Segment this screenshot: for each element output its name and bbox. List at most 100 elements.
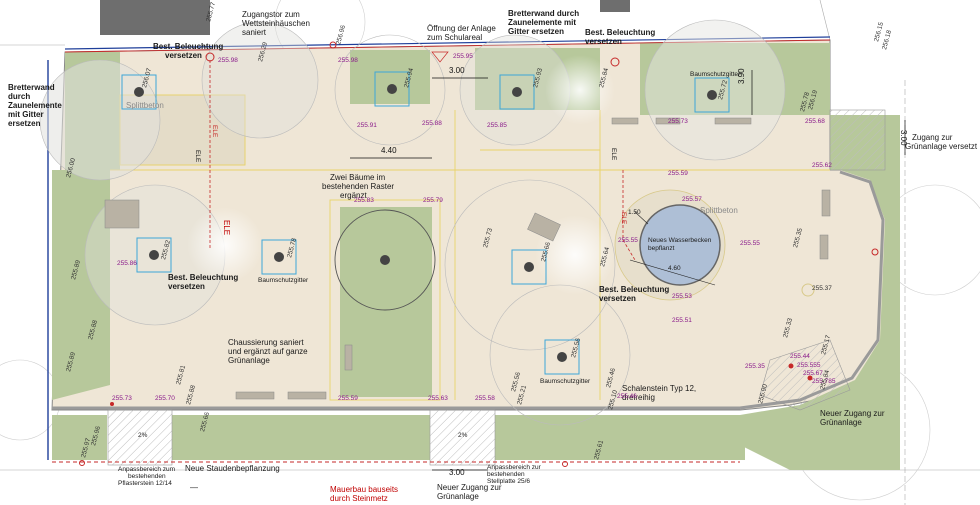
dimension-lines <box>350 51 906 471</box>
elevation: 255.59 <box>338 395 358 402</box>
paving-center <box>429 409 496 466</box>
elevation: 255.63 <box>428 395 448 402</box>
label-splittbeton-left: Splittbeton <box>126 101 164 110</box>
elevation: 255.73 <box>668 118 688 125</box>
drain-icon <box>801 283 815 297</box>
label-staudenbepflanzung: Neue Staudenbepflanzung <box>185 464 280 473</box>
yellow-outlines <box>110 94 830 401</box>
tree-grate <box>694 77 730 113</box>
point-height: 255.37 <box>812 285 832 292</box>
label-oeffnung: Öffnung der Anlage zum Schulareal <box>427 24 498 42</box>
tree-grate <box>261 239 297 275</box>
elevation: 255.83 <box>354 197 374 204</box>
elevation: 255.85 <box>487 122 507 129</box>
lamp-icon <box>562 461 568 467</box>
paving-right-bottom <box>759 339 851 411</box>
label-chaussierung: Chaussierung saniert und ergänzt auf gan… <box>228 338 310 365</box>
elevation: 255.44 <box>790 353 810 360</box>
tree-grate <box>136 237 172 273</box>
label-beleuchtung-top-left: Best. Beleuchtung versetzen <box>153 42 225 60</box>
elevation: 255.555 <box>797 362 821 369</box>
label-zugangstor: Zugangstor zum Wettsteinhäuschen saniert <box>242 10 312 37</box>
elevation: 255.95 <box>453 53 473 60</box>
neighbour-building <box>100 0 210 35</box>
lamp-icon <box>79 460 85 466</box>
label-baumschutzgitter-mid: Baumschutzgitter <box>258 277 309 284</box>
dim-150: 1.50 <box>628 209 641 216</box>
lawn-top-mid <box>350 50 430 104</box>
elevation: 255.62 <box>812 162 832 169</box>
label-ele: ELE <box>194 150 201 163</box>
label-bretterwand-top: Bretterwand durch Zaunelemente mit Gitte… <box>508 9 581 36</box>
elevation: 255.53 <box>672 293 692 300</box>
point-height: 256.18 <box>881 29 893 50</box>
dim-300-top: 3.00 <box>449 66 465 75</box>
label-zwei-baeume: Zwei Bäume im bestehenden Raster ergänzt <box>322 173 396 200</box>
elevation: 255.98 <box>338 57 358 64</box>
lawn-center <box>340 207 432 397</box>
elevation: 255.67 <box>803 370 823 377</box>
label-anpassbereich-right: Anpassbereich zur bestehenden Stellplatt… <box>487 464 543 485</box>
label-zugang-versetzt: Zugang zur Grünanlage versetzt <box>905 133 978 151</box>
tree-grate <box>374 71 410 107</box>
elevation: 255.73 <box>112 395 132 402</box>
benches <box>104 117 831 400</box>
lamp-dots <box>110 363 813 406</box>
elevation: 255.70 <box>155 395 175 402</box>
lawn-bottom-3 <box>495 415 745 460</box>
label-ele: ELE <box>222 220 231 235</box>
label-neuer-zugang-bottom: Neuer Zugang zur Grünanlage <box>437 483 504 501</box>
label-neuer-zugang-right: Neuer Zugang zur Grünanlage <box>820 409 887 427</box>
dim-300-bottom: 3.00 <box>449 468 465 477</box>
tree-grate <box>499 74 535 110</box>
label-schalenstein: Schalenstein Typ 12, dreireihig <box>622 384 698 402</box>
label-anpassbereich-left: Anpassbereich zum bestehenden Pflasterst… <box>118 466 177 487</box>
tree-grate <box>544 339 580 375</box>
label-baumschutzgitter-top: Baumschutzgitter <box>690 71 741 78</box>
elevation: 255.35 <box>745 363 765 370</box>
label-ele: ELE <box>211 125 218 138</box>
water-basin <box>614 189 726 301</box>
curb-edge <box>52 170 885 410</box>
elevation: 255.79 <box>423 197 443 204</box>
label-bretterwand-left: Bretterwand durch Zaunelemente mit Gitte… <box>8 83 64 128</box>
electric-lines <box>209 60 636 261</box>
dim-440: 4.40 <box>381 146 397 155</box>
lamp-icon <box>610 57 620 67</box>
label-beleuchtung-top-right: Best. Beleuchtung versetzen <box>585 28 657 46</box>
point-height: 256.96 <box>335 24 347 45</box>
dim-460: 4.60 <box>668 265 681 272</box>
elevation: 255.57 <box>682 196 702 203</box>
elevation: 255.55 <box>740 240 760 247</box>
label-mauerbau: Mauerbau bauseits durch Steinmetz <box>330 485 400 503</box>
label-slope: 2% <box>138 432 148 439</box>
label-beleuchtung-mid-left: Best. Beleuchtung versetzen <box>168 273 240 291</box>
elevation: 255.86 <box>117 260 137 267</box>
label-ele: ELE <box>620 212 627 225</box>
lawn-left <box>52 170 110 400</box>
lamp-icon <box>329 41 337 49</box>
annotations: Zugangstor zum Wettsteinhäuschen saniert… <box>8 1 978 503</box>
label-baumschutzgitter-bottom: Baumschutzgitter <box>540 378 591 385</box>
dim-300-right: 3.00 <box>899 130 908 146</box>
lawn-bottom-2 <box>172 415 430 460</box>
label-splittbeton-right: Splittbeton <box>700 206 738 215</box>
elevation: 255.58 <box>475 395 495 402</box>
lamp-icon <box>871 248 879 256</box>
elevation: 255.68 <box>805 118 825 125</box>
dim-390: 3.90 <box>737 68 746 84</box>
elevation: 255.785 <box>812 378 836 385</box>
label-ele: ELE <box>610 148 617 161</box>
elevation: 255.91 <box>357 122 377 129</box>
elevation: 255.98 <box>218 57 238 64</box>
label-slope: 2% <box>458 432 468 439</box>
paving-right-top <box>829 109 886 171</box>
paving-left <box>107 409 173 466</box>
elevation: 255.59 <box>668 170 688 177</box>
wasserbecken-circle <box>639 204 721 286</box>
label-dash: — <box>190 483 198 492</box>
elevation: 255.55 <box>618 237 638 244</box>
lawn-bottom-1 <box>52 415 107 460</box>
elevation: 255.88 <box>422 120 442 127</box>
